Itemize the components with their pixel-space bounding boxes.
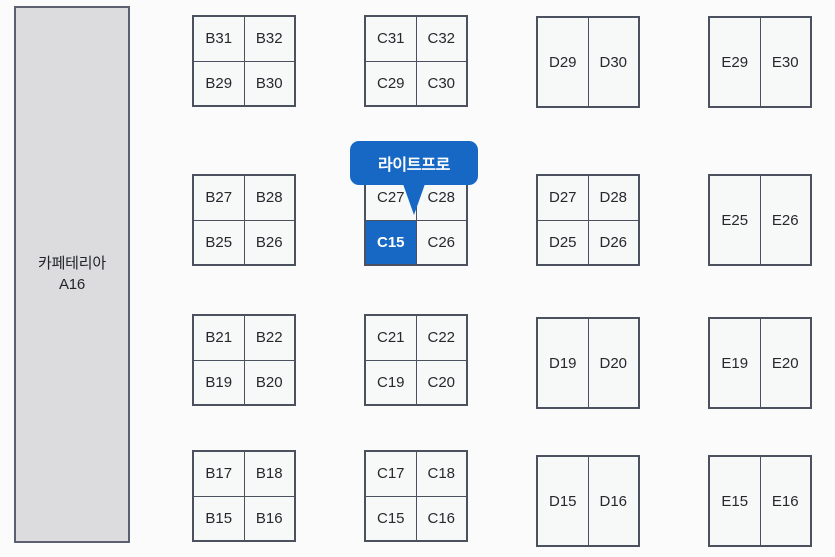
booth-cell[interactable]: C18 — [416, 452, 466, 496]
booth-cell[interactable]: E16 — [760, 457, 810, 545]
zone-cafeteria[interactable]: 카페테리아 A16 — [14, 6, 130, 543]
booth-cell[interactable]: D27 — [538, 176, 588, 220]
booth-cell[interactable]: E19 — [710, 319, 760, 407]
zone-cafeteria-code: A16 — [58, 275, 86, 293]
booth-cell[interactable]: B28 — [244, 176, 294, 220]
booth-cell[interactable]: B30 — [244, 61, 294, 105]
booth-cell[interactable]: B19 — [194, 360, 244, 404]
booth-cell[interactable]: E29 — [710, 18, 760, 106]
booth-cell[interactable]: C17 — [366, 452, 416, 496]
booth-cell[interactable]: D29 — [538, 18, 588, 106]
booth-cell[interactable]: B27 — [194, 176, 244, 220]
booth-cell[interactable]: C19 — [366, 360, 416, 404]
booth-cell[interactable]: D25 — [538, 220, 588, 264]
booth-cell[interactable]: D26 — [588, 220, 638, 264]
tooltip-pointer-icon — [403, 184, 425, 215]
booth-cell[interactable]: D28 — [588, 176, 638, 220]
booth-cell[interactable]: B25 — [194, 220, 244, 264]
booth-cell[interactable]: B29 — [194, 61, 244, 105]
booth-cell[interactable]: D20 — [588, 319, 638, 407]
booth-cell[interactable]: C31 — [366, 17, 416, 61]
booth-cell[interactable]: B31 — [194, 17, 244, 61]
booth-cell[interactable]: C29 — [366, 61, 416, 105]
booth-cell[interactable]: C21 — [366, 316, 416, 360]
booth-cell[interactable]: B32 — [244, 17, 294, 61]
booth-cell[interactable]: E15 — [710, 457, 760, 545]
booth-cell[interactable]: E20 — [760, 319, 810, 407]
booth-cell[interactable]: B20 — [244, 360, 294, 404]
booth-cell[interactable]: E30 — [760, 18, 810, 106]
booth-cell[interactable]: C32 — [416, 17, 466, 61]
booth-tooltip[interactable]: 라이트프로 — [350, 141, 478, 215]
booth-cell[interactable]: D30 — [588, 18, 638, 106]
booth-cell[interactable]: C22 — [416, 316, 466, 360]
booth-cell[interactable]: C15 — [366, 496, 416, 540]
booth-cell[interactable]: B16 — [244, 496, 294, 540]
booth-cell[interactable]: D19 — [538, 319, 588, 407]
booth-cell[interactable]: D16 — [588, 457, 638, 545]
booth-cell[interactable]: B26 — [244, 220, 294, 264]
booth-cell[interactable]: B21 — [194, 316, 244, 360]
booth-cell[interactable]: D15 — [538, 457, 588, 545]
booth-cell[interactable]: C30 — [416, 61, 466, 105]
booth-cell[interactable]: C16 — [416, 496, 466, 540]
booth-cell-selected[interactable]: C15 — [366, 220, 416, 264]
booth-cell[interactable]: E25 — [710, 176, 760, 264]
booth-tooltip-label: 라이트프로 — [377, 157, 451, 174]
booth-cell[interactable]: B15 — [194, 496, 244, 540]
zone-cafeteria-label: 카페테리아 — [37, 255, 106, 273]
booth-cell[interactable]: B18 — [244, 452, 294, 496]
booth-cell[interactable]: C26 — [416, 220, 466, 264]
booth-cell[interactable]: B17 — [194, 452, 244, 496]
booth-cell[interactable]: C20 — [416, 360, 466, 404]
booth-cell[interactable]: E26 — [760, 176, 810, 264]
booth-cell[interactable]: B22 — [244, 316, 294, 360]
